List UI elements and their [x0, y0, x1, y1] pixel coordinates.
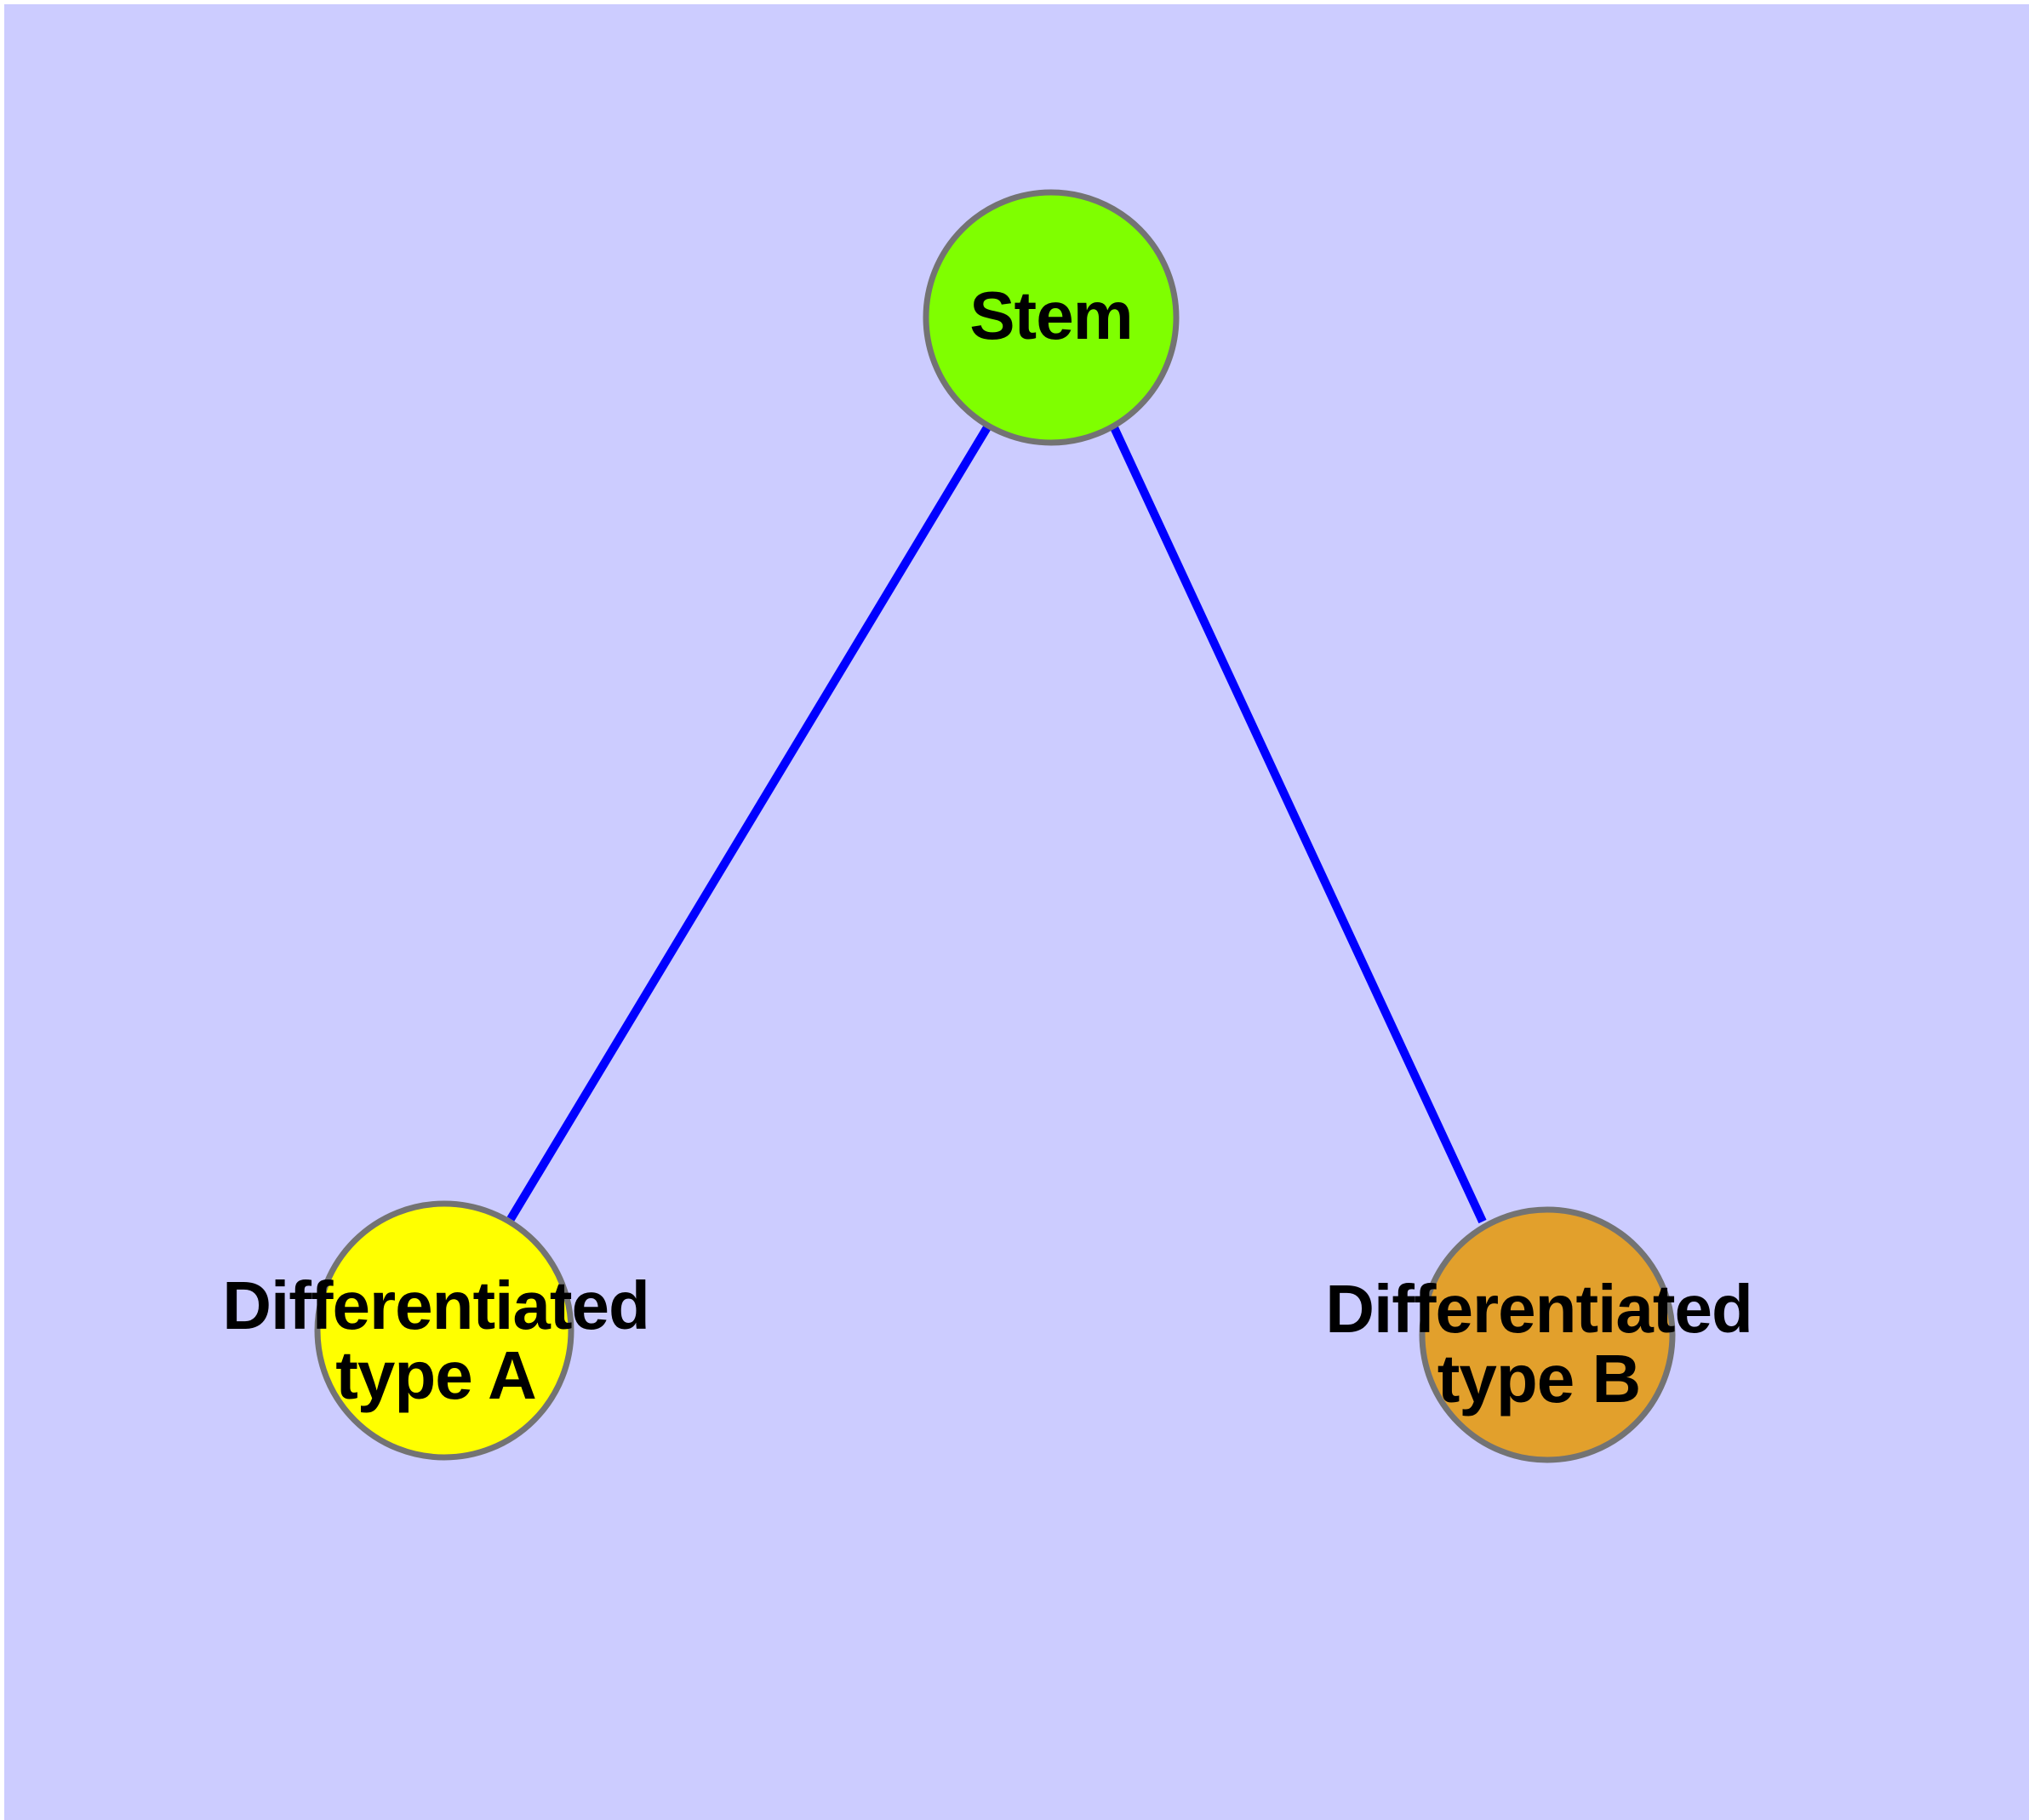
edge-stem-to-differentiated-type-b[interactable] — [1109, 423, 1487, 1224]
node-layer — [314, 189, 1676, 1463]
node-differentiated-type-b[interactable] — [1419, 1206, 1676, 1463]
edge-layer — [506, 423, 1487, 1224]
node-stem[interactable] — [923, 189, 1180, 446]
edge-stem-to-differentiated-type-a[interactable] — [506, 425, 992, 1222]
node-differentiated-type-a[interactable] — [314, 1200, 574, 1461]
